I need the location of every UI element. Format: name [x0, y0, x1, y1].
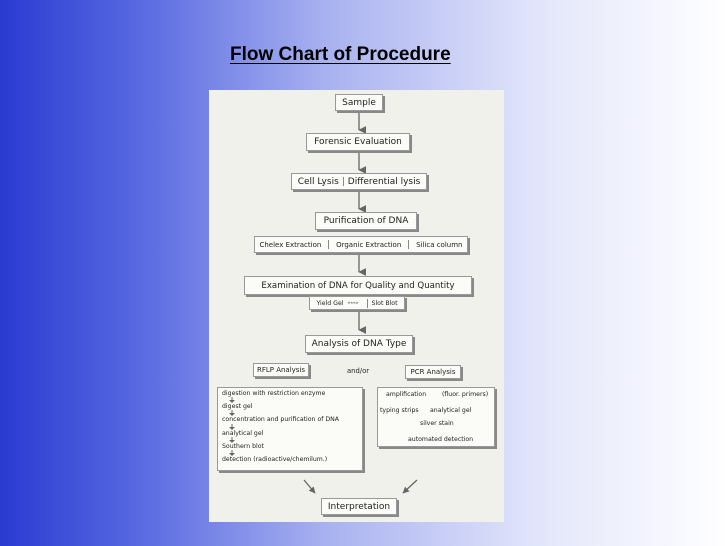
down-arrow-icon [229, 436, 235, 443]
yield-gel-label: Yield Gel [316, 299, 344, 307]
flowchart-panel: Sample Forensic Evaluation Cell Lysis Di… [209, 90, 504, 522]
organic-extraction-label: Organic Extraction [336, 240, 402, 249]
down-arrow-icon [229, 423, 235, 430]
extraction-separator-2 [408, 240, 410, 249]
forensic-evaluation-label: Forensic Evaluation [314, 137, 402, 147]
differential-lysis-label: Differential lysis [347, 176, 421, 187]
rflp-steps-box: digestion with restriction enzyme digest… [217, 387, 363, 471]
purification-label: Purification of DNA [323, 216, 409, 226]
rflp-analysis-label: RFLP Analysis [256, 366, 306, 374]
extraction-box: Chelex Extraction Organic Extraction Sil… [254, 236, 468, 253]
chelex-extraction-label: Chelex Extraction [259, 240, 322, 249]
automated-detection-label: automated detection [408, 436, 474, 443]
rflp-step-1: digestion with restriction enzyme [222, 390, 326, 397]
typing-strips-label: typing strips [380, 407, 419, 414]
rflp-analysis-box: RFLP Analysis [253, 363, 309, 377]
and-or-label: and/or [347, 367, 370, 375]
silver-stain-label: silver stain [420, 420, 454, 427]
rflp-step-4: analytical gel [222, 429, 264, 437]
dash-connector: «««» [347, 300, 359, 306]
blot-separator [366, 298, 368, 308]
rflp-step-5: Southern blot [222, 442, 264, 450]
down-arrow-icon [229, 450, 235, 457]
forensic-evaluation-box: Forensic Evaluation [306, 133, 410, 151]
slide-title: Flow Chart of Procedure [230, 44, 451, 65]
sample-box: Sample [335, 94, 383, 111]
down-arrow-icon [229, 410, 235, 417]
arrow-rflp-to-interpretation [303, 479, 316, 494]
blot-box: Yield Gel «««» Slot Blot [309, 296, 405, 310]
fluor-primers-label: (fluor. primers) [442, 391, 489, 398]
silica-column-label: Silica column [416, 240, 463, 249]
purification-box: Purification of DNA [315, 212, 417, 230]
pcr-analysis-label: PCR Analysis [410, 368, 456, 376]
analysis-type-label: Analysis of DNA Type [311, 339, 407, 349]
rflp-step-3: concentration and purification of DNA [222, 416, 340, 424]
interpretation-box: Interpretation [321, 498, 397, 515]
sample-label: Sample [342, 97, 376, 108]
analysis-type-box: Analysis of DNA Type [305, 335, 413, 353]
arrow-pcr-to-interpretation [402, 479, 418, 494]
examination-label: Examination of DNA for Quality and Quant… [261, 280, 455, 291]
lysis-separator [342, 177, 344, 186]
extraction-separator-1 [328, 240, 330, 249]
amplification-label: amplification [386, 391, 427, 398]
down-arrow-icon [229, 397, 235, 404]
interpretation-label: Interpretation [327, 501, 391, 512]
rflp-step-6: detection (radioactive/chemilum.) [222, 456, 328, 464]
pcr-steps-box: amplification (fluor. primers) typing st… [377, 387, 495, 447]
pcr-analysis-box: PCR Analysis [405, 365, 461, 379]
lysis-box: Cell Lysis Differential lysis [291, 173, 427, 190]
analytical-gel-label: analytical gel [430, 407, 472, 414]
slot-blot-label: Slot Blot [371, 299, 398, 307]
cell-lysis-label: Cell Lysis [297, 176, 339, 187]
examination-box: Examination of DNA for Quality and Quant… [244, 276, 472, 295]
rflp-step-2: digest gel [222, 403, 253, 411]
